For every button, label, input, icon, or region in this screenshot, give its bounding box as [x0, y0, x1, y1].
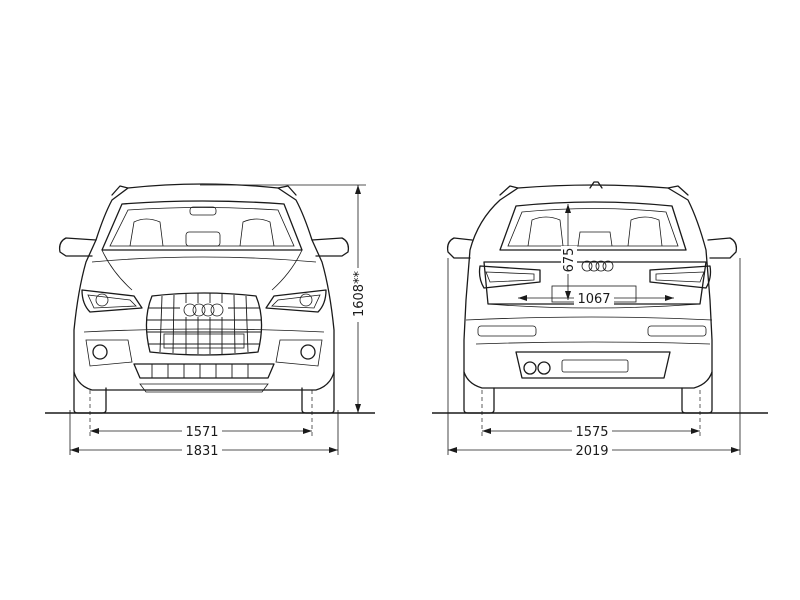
rear-body-outline — [463, 184, 713, 389]
rear-window-inner — [507, 208, 679, 247]
rear-exhaust-right — [537, 361, 551, 375]
front-grille-mesh — [147, 293, 261, 354]
rear-exhaust-left — [523, 361, 537, 375]
rear-roof-rail-left — [499, 185, 519, 196]
front-lower-intake — [133, 363, 275, 379]
front-mirror-right — [311, 237, 350, 257]
front-headlight-right-inner — [271, 294, 321, 309]
label-height: 1608** — [352, 270, 367, 317]
rear-diffuser-panel — [561, 359, 629, 373]
rear-seat-left — [527, 216, 564, 247]
front-roof-rail-left — [111, 185, 129, 196]
label-front-track: 1571 — [185, 425, 218, 440]
rear-reflector-left — [477, 325, 537, 337]
rear-mirror-right — [707, 237, 738, 259]
rear-reflector-right — [647, 325, 707, 337]
label-front-width: 1831 — [185, 444, 218, 459]
front-seat-left — [129, 218, 164, 247]
rear-taillight-right — [649, 265, 712, 289]
front-fog-light-right — [300, 344, 316, 360]
label-rear-window-height: 675 — [562, 248, 577, 273]
rear-seat-center — [577, 231, 613, 247]
front-headlight-left-inner — [87, 294, 137, 309]
rear-seat-right — [627, 216, 663, 247]
front-bumper-line — [83, 328, 325, 333]
front-roof-rail-right — [277, 185, 297, 196]
four-rings-logo-rear — [581, 260, 614, 272]
rear-taillight-right-inner — [655, 271, 705, 283]
rear-taillight-left — [478, 265, 541, 289]
front-fog-surround-left — [85, 339, 133, 367]
front-interior-mirror — [189, 206, 217, 216]
front-wheel-right — [301, 371, 335, 414]
front-mirror-left — [58, 237, 97, 257]
front-dashboard — [185, 231, 221, 247]
extension-lines — [69, 184, 741, 455]
rear-taillight-left-inner — [485, 271, 535, 283]
rear-wheel-right — [681, 371, 713, 414]
rear-roof-rail-right — [667, 185, 689, 196]
front-fog-surround-right — [275, 339, 323, 367]
rear-view — [446, 181, 738, 414]
front-body-outline — [73, 183, 335, 391]
front-hood-crease — [91, 256, 317, 263]
label-rear-track: 1575 — [575, 425, 608, 440]
front-skid-plate — [139, 383, 269, 393]
rear-tailgate-lower — [487, 303, 701, 309]
front-windshield — [101, 200, 303, 251]
rear-mirror-left — [446, 237, 473, 259]
front-license-plate — [163, 333, 245, 349]
rear-bumper-lower — [475, 341, 711, 345]
four-rings-logo — [180, 303, 228, 317]
front-lower-intake-slats — [151, 364, 249, 378]
rear-bumper-line — [465, 316, 713, 321]
front-hood-line-right — [271, 249, 303, 291]
front-headlight-right — [265, 289, 327, 313]
front-grille-outline — [145, 292, 263, 356]
label-rear-width: 2019 — [575, 444, 608, 459]
rear-diffuser — [515, 351, 671, 379]
front-view — [58, 183, 350, 414]
front-headlight-right-lamp — [299, 293, 313, 307]
front-windshield-inner — [109, 207, 295, 247]
front-seat-right — [239, 218, 275, 247]
label-rear-window-width: 1067 — [577, 292, 610, 307]
front-headlight-left-lamp — [95, 293, 109, 307]
front-hood-line-left — [101, 249, 133, 291]
front-headlight-left — [81, 289, 143, 313]
front-fog-light-left — [92, 344, 108, 360]
rear-wheel-left — [463, 371, 495, 414]
rear-window — [499, 201, 687, 251]
